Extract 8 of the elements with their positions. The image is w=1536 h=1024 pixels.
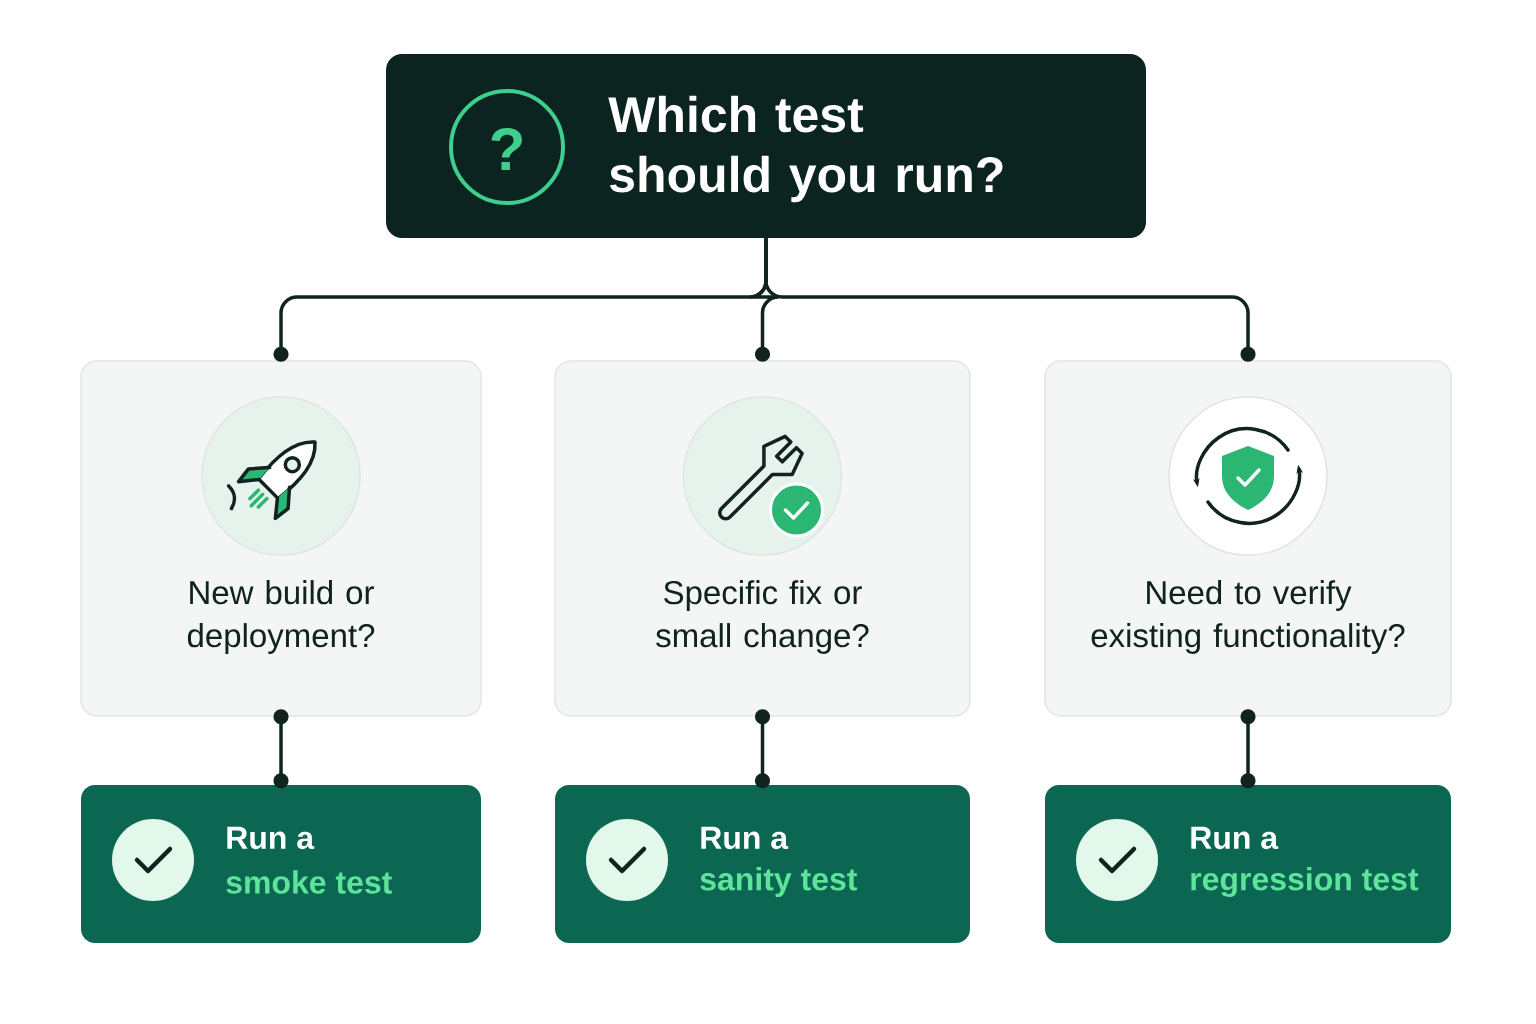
connector-line — [1240, 709, 1256, 789]
result-box: Run a smoke test — [81, 785, 481, 943]
result-box: Run a sanity test — [555, 785, 970, 943]
result-box: Run a regression test — [1045, 785, 1451, 943]
connector-line — [755, 709, 770, 789]
connector-line — [764, 238, 1256, 362]
question-box: ? Which test should you run? — [386, 54, 1146, 238]
connector-line — [273, 709, 289, 789]
